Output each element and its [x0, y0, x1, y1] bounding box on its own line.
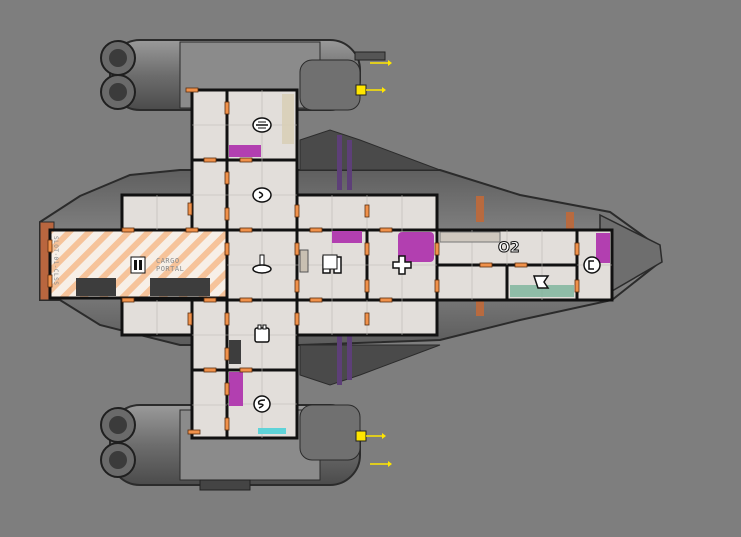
cargo-label-line1: CARGO [156, 257, 180, 265]
weapon-mounts[interactable] [355, 60, 392, 467]
svg-text:O2: O2 [498, 240, 520, 256]
room-props [76, 94, 610, 434]
shield-system-icon[interactable] [252, 117, 272, 133]
doors[interactable] [47, 87, 580, 435]
piloting-system-icon[interactable] [252, 254, 272, 274]
engine-system-icon[interactable] [252, 187, 272, 203]
mount-arrow-icon [355, 84, 386, 96]
weapons-system-icon[interactable] [254, 324, 270, 343]
oxygen-system-icon[interactable]: O2 [498, 240, 521, 257]
cargo-pause-icon[interactable] [130, 256, 146, 274]
cargo-side-tag: SLOT·01-CLSS [52, 236, 59, 286]
mount-arrow-icon [370, 60, 392, 66]
medbay-system-icon[interactable] [392, 255, 412, 275]
drones-system-icon[interactable] [583, 256, 601, 274]
mount-arrow-icon [370, 461, 392, 467]
cargo-label-line2: PORTAL [156, 265, 185, 273]
corridor-bottom-2[interactable] [190, 368, 229, 440]
mount-arrow-icon [355, 430, 386, 442]
crew-figures [299, 249, 338, 273]
battery-system-icon[interactable] [253, 395, 271, 413]
sensors-system-icon[interactable] [532, 275, 550, 289]
